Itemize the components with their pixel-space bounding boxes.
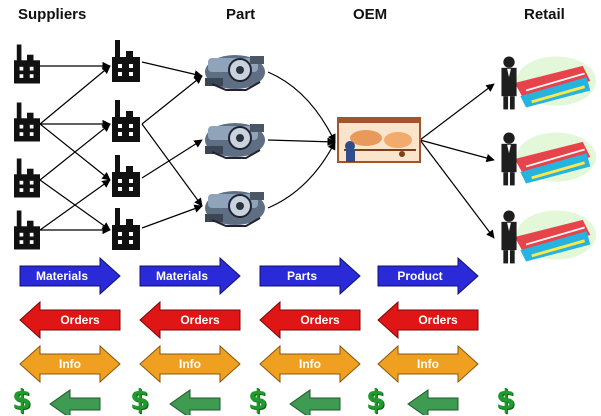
info-label: Info [59,357,81,371]
link-oem-r2 [419,139,495,163]
factory-icon [14,102,40,142]
link-s2d-p3 [141,204,203,229]
materials-arrow [139,256,241,296]
info-arrow [259,344,361,384]
orders-arrow [259,300,361,340]
dollar-icon: $ [496,383,516,416]
info-arrow [19,344,121,384]
engine-icon [204,122,266,159]
supplier-links [39,61,111,235]
money-arrow [49,389,101,415]
link-s2a-p1 [141,61,203,79]
link-s2b-p3 [141,123,203,207]
header-part: Part [226,6,256,23]
materials-label: Materials [35,269,89,283]
retail-links [419,83,495,239]
link-s1d-s2c [39,179,111,231]
orders-arrow [139,300,241,340]
materials-label: Materials [155,269,209,283]
money-arrow [169,389,221,415]
factory-icon [14,158,40,198]
money-arrow [407,389,459,415]
orders-arrow [377,300,479,340]
orders-label: Orders [300,313,340,327]
forward-flow-arrows [19,256,479,296]
header-suppliers: Suppliers [18,6,87,23]
link-p1-oem [267,71,336,143]
product-arrow [377,256,479,296]
link-s1c-s2b [39,123,111,181]
factory-icon [112,155,140,197]
link-s2b-p1 [141,75,203,125]
oem-links [267,71,336,209]
header-oem: OEM [353,6,388,23]
part-links [141,61,203,229]
money-arrow [289,389,341,415]
parts-label: Parts [286,269,318,283]
link-oem-r3 [419,139,495,239]
link-p3-oem [267,141,336,209]
factory-icon [112,40,140,82]
header-retail: Retail [524,6,565,23]
assembly-icon [337,117,421,163]
factory-icon [14,44,40,84]
info-label: Info [417,357,439,371]
orders-arrows [19,300,479,340]
info-label: Info [179,357,201,371]
dollar-icon: $ [366,383,386,416]
link-s2c-p2 [141,139,203,179]
car-dealer-icon [500,209,596,265]
dollar-icon: $ [248,383,268,416]
dollar-icon: $ [12,383,32,416]
orders-label: Orders [180,313,220,327]
info-arrow [139,344,241,384]
factory-icon [112,208,140,250]
engine-icon [204,54,266,91]
factory-icon [14,210,40,250]
orders-label: Orders [60,313,100,327]
orders-label: Orders [418,313,458,327]
orders-arrow [19,300,121,340]
link-p2-oem [267,137,336,146]
link-oem-r1 [419,83,495,141]
materials-arrow [19,256,121,296]
info-arrows [19,344,479,384]
engine-icon [204,190,266,227]
car-dealer-icon [500,55,596,111]
car-dealer-icon [500,131,596,187]
link-s1b-s2a [39,65,111,125]
product-label: Product [397,269,443,283]
money-arrows [49,389,459,415]
info-arrow [377,344,479,384]
parts-arrow [259,256,361,296]
dollar-icon: $ [130,383,150,416]
info-label: Info [299,357,321,371]
factory-icon [112,100,140,142]
